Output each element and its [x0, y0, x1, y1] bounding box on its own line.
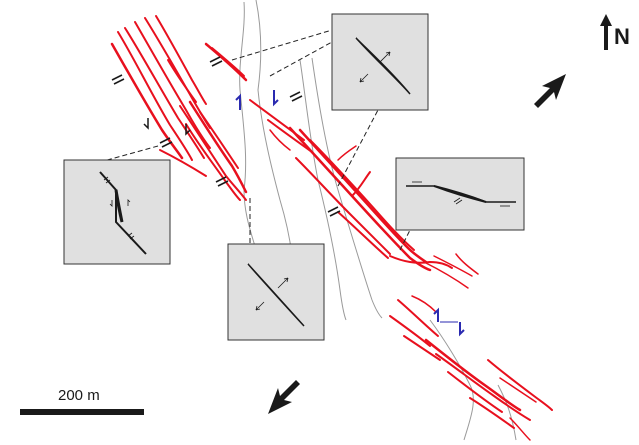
- fault-trace: [433, 255, 473, 277]
- fault-trace: [188, 100, 248, 194]
- fault-trace: [455, 253, 479, 275]
- tick-markers: [111, 56, 341, 217]
- fault-trace: [389, 255, 453, 269]
- fault-trace: [389, 315, 431, 347]
- inset-bottom-center: [227, 243, 325, 341]
- fault-trace: [509, 417, 531, 441]
- shear-sense-icon: [143, 90, 465, 337]
- fault-trace: [423, 261, 469, 289]
- compression-arrow-icon: [268, 74, 566, 414]
- fault-trace: [309, 139, 415, 251]
- fault-trace: [185, 123, 241, 201]
- fault-trace: [179, 105, 247, 201]
- double-tick-marker: [209, 56, 223, 67]
- river-lines: [239, 0, 517, 441]
- north-arrow-icon: N: [600, 14, 630, 50]
- fault-trace: [424, 338, 522, 412]
- river-line: [299, 59, 347, 321]
- river-line: [497, 384, 517, 441]
- fault-trace: [397, 299, 439, 337]
- fault-trace: [204, 42, 248, 82]
- fault-trace: [288, 126, 432, 272]
- leader-lines: [99, 29, 411, 251]
- fault-trace: [435, 353, 531, 421]
- fault-trace: [211, 47, 245, 77]
- north-label: N: [614, 24, 630, 49]
- fault-trace: [159, 149, 207, 177]
- river-line: [311, 57, 383, 319]
- fault-trace: [403, 335, 441, 361]
- fault-trace: [295, 157, 391, 255]
- fault-trace: [487, 359, 553, 411]
- double-tick-marker: [215, 176, 229, 187]
- fault-trace: [110, 42, 184, 160]
- river-line: [239, 1, 257, 251]
- fault-trace: [199, 111, 239, 169]
- fault-trace: [298, 128, 428, 264]
- leader-line: [269, 41, 333, 77]
- fault-trace: [117, 31, 193, 161]
- fault-trace: [351, 171, 371, 197]
- fault-trace: [337, 211, 389, 259]
- double-tick-marker: [327, 206, 341, 217]
- scale-bar-rect: [20, 409, 144, 415]
- scale-bar: 200 m: [20, 387, 144, 415]
- inset-right: [395, 157, 525, 231]
- fault-trace: [447, 371, 503, 413]
- fault-trace: [469, 397, 515, 429]
- fault-trace: [134, 21, 211, 149]
- fault-trace: [167, 59, 197, 103]
- leader-line: [99, 145, 159, 163]
- fault-trace: [124, 27, 205, 159]
- fault-trace: [337, 145, 357, 161]
- leader-line: [337, 109, 379, 187]
- fault-trace: [269, 129, 291, 151]
- double-tick-marker: [159, 137, 173, 148]
- scale-label: 200 m: [58, 387, 100, 404]
- river-line: [429, 319, 474, 441]
- river-line: [255, 0, 293, 256]
- inset-left: [63, 159, 171, 265]
- inset-top-center: [331, 13, 429, 111]
- double-tick-marker: [289, 91, 303, 102]
- leader-line: [231, 29, 333, 61]
- leader-line: [399, 229, 411, 251]
- double-tick-marker: [111, 74, 125, 85]
- fault-trace: [499, 377, 537, 403]
- fault-trace: [155, 15, 207, 105]
- fault-trace: [411, 295, 437, 313]
